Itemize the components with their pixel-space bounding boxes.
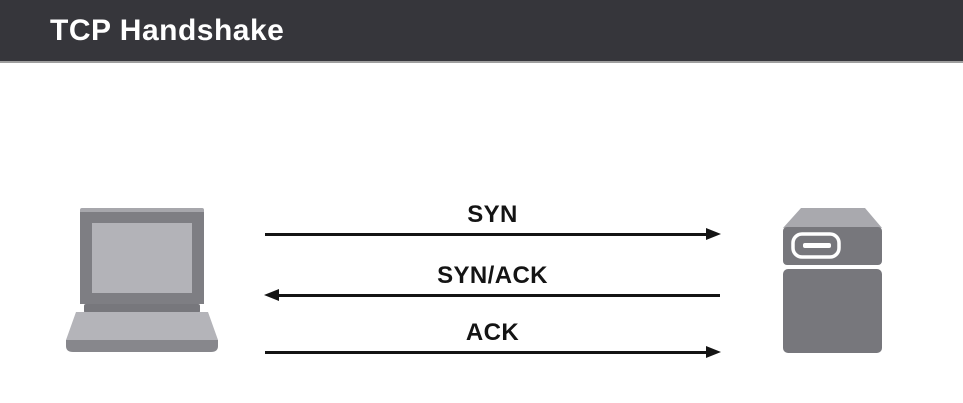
server-slot-outline: [791, 232, 841, 259]
message-label: SYN/ACK: [437, 262, 548, 289]
server-icon: [783, 208, 882, 353]
arrowhead-left-icon: [264, 289, 279, 301]
message-arrow-right: [265, 346, 721, 358]
laptop-screen: [92, 223, 192, 293]
arrow-line: [265, 351, 708, 354]
message-syn-ack: SYN/ACK: [264, 262, 720, 301]
laptop-base-front: [66, 340, 218, 352]
server-body: [783, 269, 882, 353]
message-arrow-right: [265, 228, 721, 240]
page-title: TCP Handshake: [50, 13, 285, 47]
laptop-hinge: [84, 304, 200, 313]
message-syn: SYN: [265, 201, 721, 240]
message-ack: ACK: [265, 319, 721, 358]
arrow-line: [277, 294, 720, 297]
message-label: ACK: [465, 319, 520, 346]
title-bar: TCP Handshake: [0, 0, 963, 63]
arrow-line: [265, 233, 708, 236]
arrowhead-right-icon: [706, 228, 721, 240]
laptop-base: [66, 312, 218, 340]
arrowhead-right-icon: [706, 346, 721, 358]
server-top-face: [783, 208, 882, 228]
message-arrow-left: [264, 289, 720, 301]
server-slot-bar: [803, 243, 831, 248]
message-label: SYN: [467, 201, 518, 228]
laptop-icon: [66, 208, 218, 352]
